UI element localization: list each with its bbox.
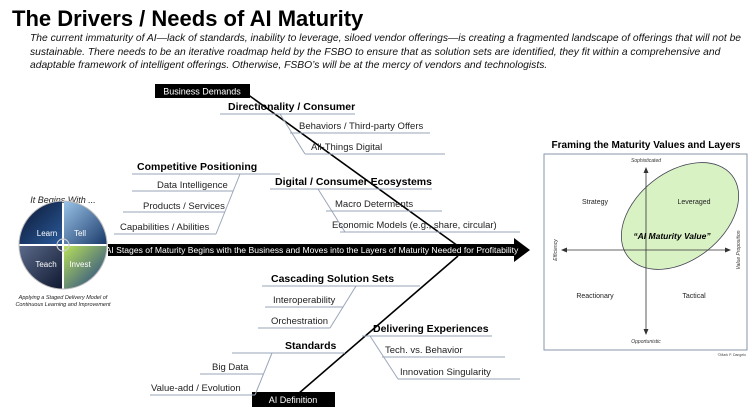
branch-heading: Delivering Experiences — [373, 323, 489, 335]
branch-heading: Directionality / Consumer — [228, 101, 355, 113]
copyright-credit: ©Mark P. Dangelo — [718, 353, 746, 357]
quadrant-label: Reactionary — [576, 293, 614, 300]
main-arrow — [108, 238, 530, 262]
branch-item: Innovation Singularity — [400, 367, 491, 378]
cycle-caption: Applying a Staged Delivery Model of — [18, 295, 108, 301]
branch-item: Products / Services — [143, 201, 225, 212]
axis-label-left: Efficiency — [553, 239, 559, 261]
branch-competitive-positioning: Competitive Positioning Data Intelligenc… — [114, 161, 280, 235]
cycle-quadrant-label: Tell — [74, 229, 86, 238]
branch-digital-ecosystems: Digital / Consumer Ecosystems Macro Dete… — [270, 176, 520, 233]
cycle-quadrant-label: Learn — [37, 229, 57, 238]
branch-item: Behaviors / Third-party Offers — [299, 121, 424, 132]
branch-delivering-experiences: Delivering Experiences Tech. vs. Behavio… — [362, 323, 520, 380]
main-arrow-label: AI Stages of Maturity Begins with the Bu… — [106, 245, 519, 255]
ellipse-label: “AI Maturity Value” — [633, 231, 711, 241]
ai-definition-label: AI Definition — [269, 395, 318, 405]
cycle-quadrant-images — [19, 201, 107, 289]
quadrant-label: Leveraged — [677, 199, 710, 206]
branch-item: All-Things Digital — [311, 142, 382, 153]
quadrant-label: Tactical — [682, 293, 706, 300]
branch-cascading-solution-sets: Cascading Solution Sets Interoperability… — [258, 273, 420, 329]
cycle-heading: It Begins With ... — [30, 195, 95, 205]
branch-item: Economic Models (e.g., share, circular) — [332, 220, 497, 231]
ai-definition-box — [252, 392, 335, 407]
axis-label-bottom: Opportunistic — [631, 339, 661, 345]
branch-heading: Cascading Solution Sets — [271, 273, 394, 285]
matrix-axes — [561, 167, 731, 335]
branch-standards: Standards Big Data Value-add / Evolution — [150, 340, 345, 396]
upper-spine — [235, 85, 459, 247]
cycle-caption: Continuous Learning and Improvement — [15, 302, 111, 308]
lower-spine — [297, 255, 459, 395]
branch-directionality: Directionality / Consumer Behaviors / Th… — [220, 101, 445, 155]
cycle-quadrant-label: Teach — [35, 260, 56, 269]
matrix-title: Framing the Maturity Values and Layers — [552, 140, 741, 151]
branch-item: Macro Determents — [335, 199, 413, 210]
cycle-arrows-icon — [56, 238, 70, 252]
branch-heading: Digital / Consumer Ecosystems — [275, 176, 432, 188]
branch-item: Big Data — [212, 362, 249, 373]
axis-label-right: Value Proposition — [736, 230, 742, 269]
maturity-ellipse — [620, 162, 740, 270]
branch-heading: Standards — [285, 340, 337, 352]
axis-label-top: Sophisticated — [631, 158, 661, 164]
business-demands-label: Business Demands — [163, 87, 241, 97]
quadrant-label: Strategy — [582, 199, 609, 206]
intro-paragraph: The current immaturity of AI—lack of sta… — [30, 33, 742, 72]
branch-item: Capabilities / Abilities — [120, 222, 209, 233]
business-demands-box — [155, 84, 250, 98]
maturity-matrix: Framing the Maturity Values and Layers S… — [543, 140, 748, 357]
page-title: The Drivers / Needs of AI Maturity — [12, 6, 364, 31]
branch-item: Orchestration — [271, 316, 328, 327]
branch-item: Data Intelligence — [157, 180, 228, 191]
branch-heading: Competitive Positioning — [137, 161, 257, 173]
branch-item: Value-add / Evolution — [151, 383, 241, 394]
cycle-quadrant-label: Invest — [69, 260, 91, 269]
learning-cycle: It Begins With ... Learn Tell Teach Inve… — [15, 195, 111, 308]
branch-item: Interoperability — [273, 295, 336, 306]
branch-item: Tech. vs. Behavior — [385, 345, 463, 356]
